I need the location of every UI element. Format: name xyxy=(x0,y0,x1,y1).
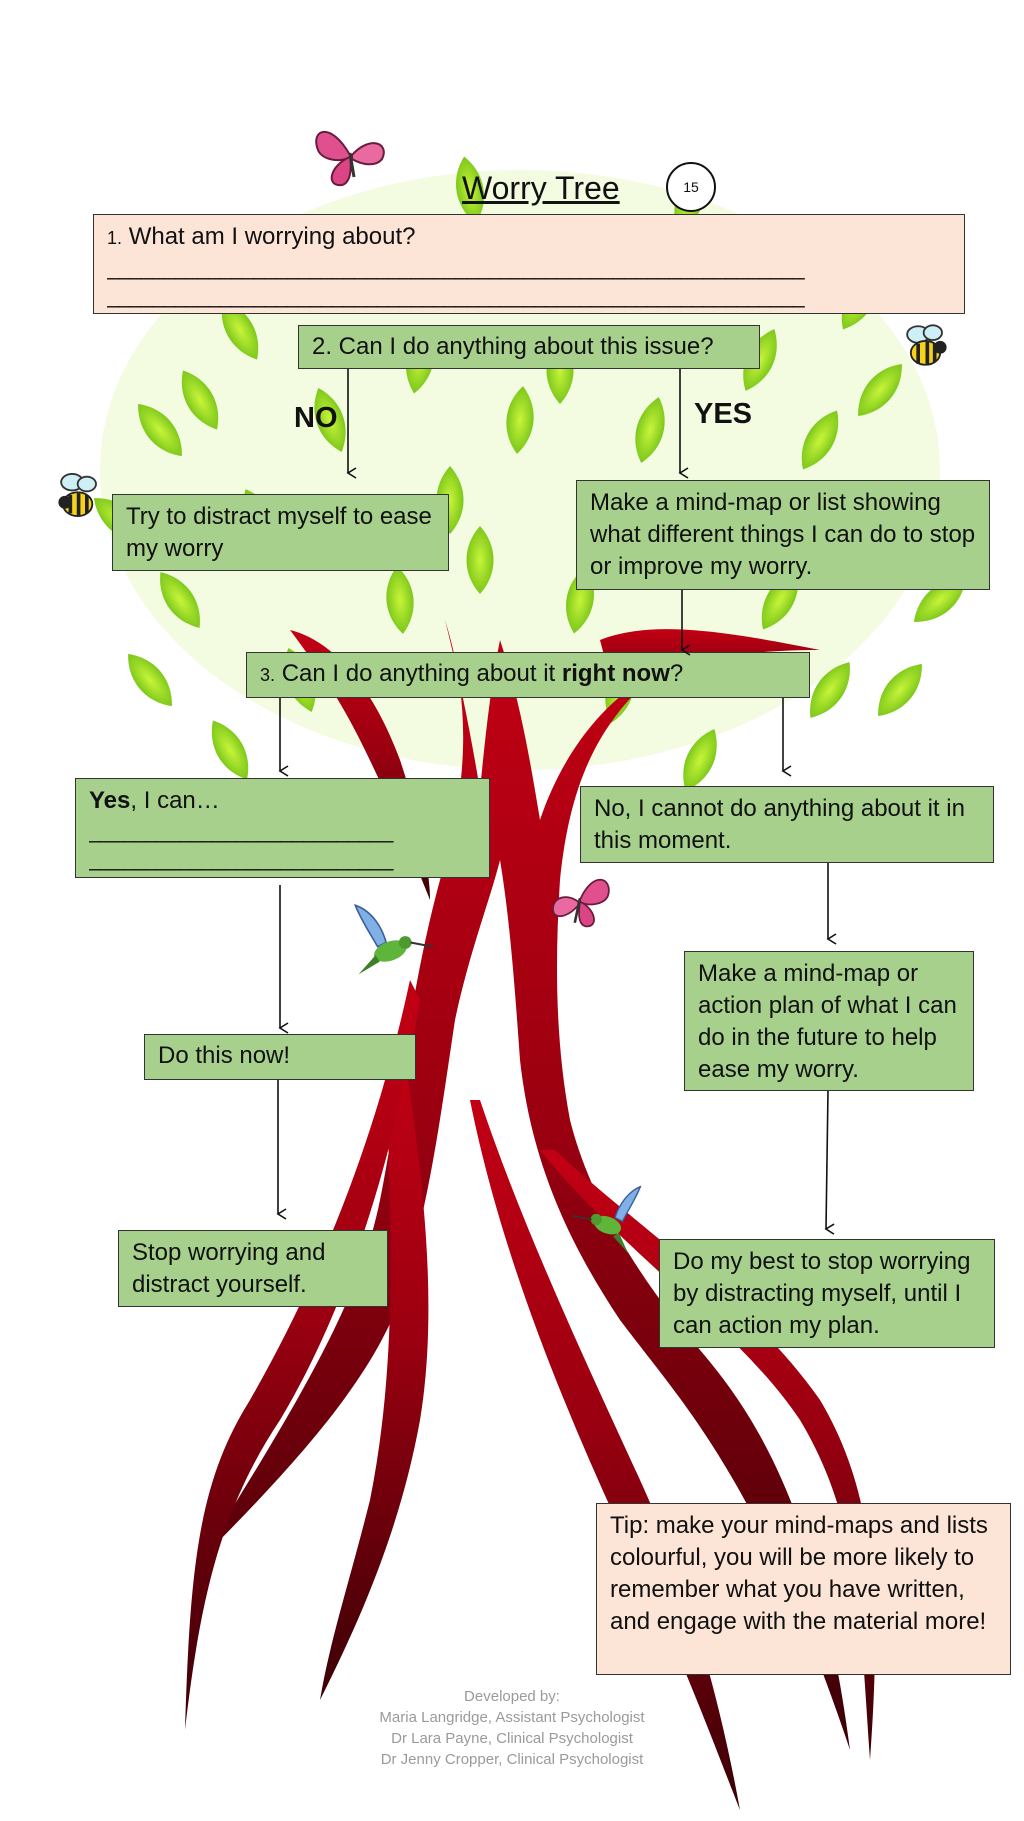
leaf xyxy=(506,386,534,454)
hummingbird-icon xyxy=(353,904,434,975)
question-1-text: What am I worrying about? xyxy=(128,223,416,250)
stop-worrying-text: Stop worrying and distract yourself. xyxy=(132,1239,326,1298)
question-1-number: 1. xyxy=(107,228,123,248)
butterfly-icon xyxy=(315,130,385,187)
distract-box: Try to distract myself to ease my worry xyxy=(112,494,449,571)
leaf xyxy=(743,329,777,391)
leaf xyxy=(211,720,249,780)
action-plan-box: Make a mind-map or action plan of what I… xyxy=(684,951,974,1091)
question-3-prefix: Can I do anything about it xyxy=(281,660,562,687)
leaf xyxy=(160,572,200,628)
page-number-badge: 15 xyxy=(666,162,716,212)
question-2-box: 2. Can I do anything about this issue? xyxy=(298,325,760,369)
mindmap-text: Make a mind-map or list showing what dif… xyxy=(590,489,976,580)
question-3-number: 3. xyxy=(260,665,276,685)
do-my-best-box: Do my best to stop worrying by distracti… xyxy=(659,1239,995,1348)
stop-worrying-box: Stop worrying and distract yourself. xyxy=(118,1230,388,1307)
leaf xyxy=(181,370,219,430)
leaf xyxy=(128,653,172,707)
answer-line: ___________________________ xyxy=(89,846,393,871)
mindmap-box: Make a mind-map or list showing what dif… xyxy=(576,480,990,590)
action-plan-text: Make a mind-map or action plan of what I… xyxy=(698,960,957,1083)
question-3-suffix: ? xyxy=(669,660,684,687)
butterfly-icon xyxy=(552,878,610,928)
leaf xyxy=(221,300,259,360)
yes-i-can-box: Yes, I can… ___________________________ … xyxy=(75,778,490,878)
yes-rest: , I can… xyxy=(130,787,220,814)
leaf xyxy=(810,662,850,718)
leaf xyxy=(455,156,485,224)
question-3-box: 3. Can I do anything about it right now? xyxy=(246,652,810,698)
bee-icon xyxy=(906,324,947,366)
yes-bold: Yes xyxy=(89,787,131,814)
no-label: NO xyxy=(294,402,338,434)
tip-text: Tip: make your mind-maps and lists colou… xyxy=(610,1512,988,1635)
answer-line: ___________________________ xyxy=(89,818,393,843)
credits-line: Maria Langridge, Assistant Psychologist xyxy=(379,1709,645,1726)
page-title: Worry Tree xyxy=(462,170,620,206)
credits-heading: Developed by: xyxy=(464,1688,560,1705)
leaf xyxy=(386,566,414,634)
credits-line: Dr Jenny Cropper, Clinical Psychologist xyxy=(380,1751,644,1768)
credits-line: Dr Lara Payne, Clinical Psychologist xyxy=(391,1730,633,1747)
hummingbird-icon xyxy=(571,1185,642,1254)
bee-icon xyxy=(58,473,97,517)
no-cannot-box: No, I cannot do anything about it in thi… xyxy=(580,786,994,863)
answer-line: ________________________________________… xyxy=(107,283,805,308)
question-2-text: 2. Can I do anything about this issue? xyxy=(312,333,714,360)
leaf xyxy=(635,397,665,463)
do-this-now-box: Do this now! xyxy=(144,1034,416,1080)
no-cannot-text: No, I cannot do anything about it in thi… xyxy=(594,795,965,854)
question-3-emphasis: right now xyxy=(561,660,670,687)
do-this-now-text: Do this now! xyxy=(158,1042,291,1069)
leaf xyxy=(466,526,494,594)
leaf xyxy=(314,388,346,452)
leaf xyxy=(858,363,902,417)
leaf xyxy=(138,403,182,457)
credits: Developed by: Maria Langridge, Assistant… xyxy=(312,1686,712,1770)
answer-line: ________________________________________… xyxy=(107,255,805,280)
yes-label: YES xyxy=(694,398,753,430)
leaf xyxy=(801,410,839,470)
tip-box: Tip: make your mind-maps and lists colou… xyxy=(596,1503,1011,1675)
leaf xyxy=(683,729,717,791)
leaf xyxy=(878,663,922,717)
question-1-box: 1. What am I worrying about? ___________… xyxy=(93,214,965,314)
do-my-best-text: Do my best to stop worrying by distracti… xyxy=(673,1248,971,1339)
distract-text: Try to distract myself to ease my worry xyxy=(126,503,432,562)
